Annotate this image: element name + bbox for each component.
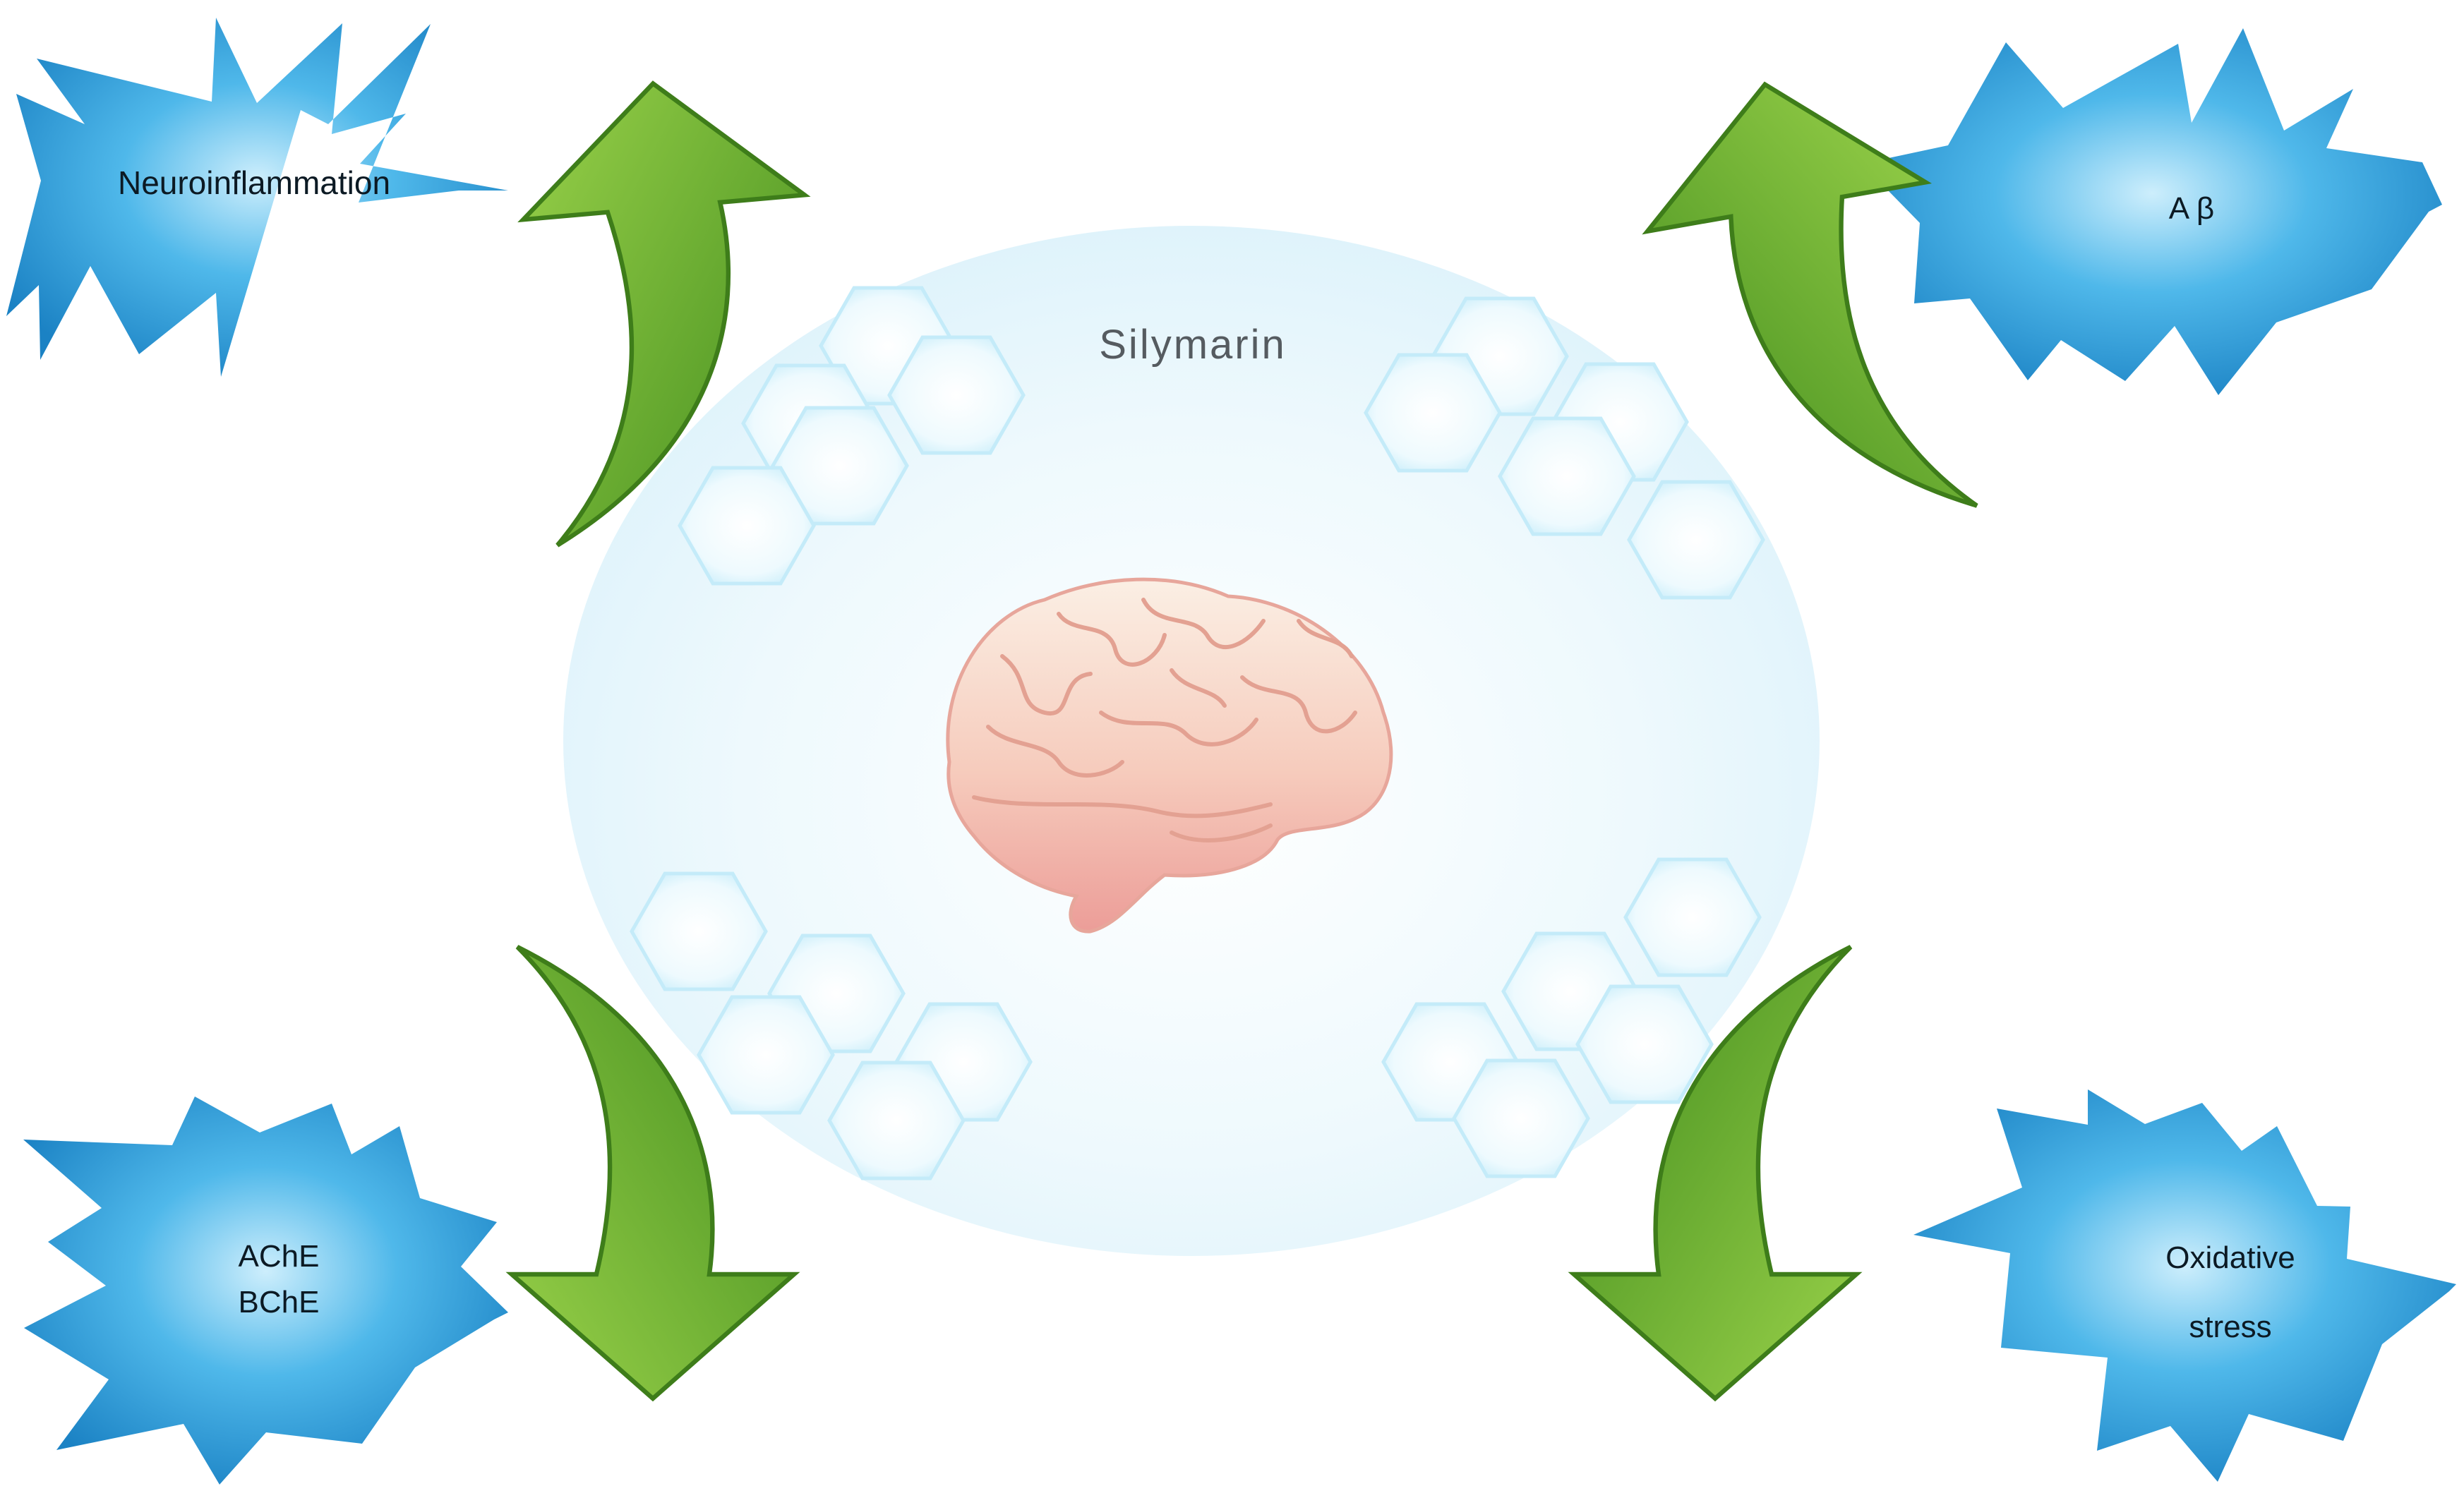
oxidative-label: Oxidative xyxy=(2165,1240,2295,1275)
silymarin-label: Silymarin xyxy=(1099,322,1287,368)
burst-ache-bche: AChE BChE xyxy=(23,1097,508,1485)
bche-label: BChE xyxy=(239,1285,320,1319)
starburst-icon xyxy=(1913,1089,2456,1482)
burst-abeta: A β xyxy=(1862,28,2442,395)
starburst-icon xyxy=(23,1097,508,1485)
burst-neuroinflammation: Neuroinflammation xyxy=(6,18,508,377)
abeta-label: A β xyxy=(2169,191,2214,226)
burst-oxidative-stress: Oxidative stress xyxy=(1913,1089,2456,1482)
starburst-icon xyxy=(1862,28,2442,395)
ache-label: AChE xyxy=(239,1239,320,1274)
stress-label: stress xyxy=(2189,1310,2271,1344)
neuroinflammation-label: Neuroinflammation xyxy=(118,164,390,201)
starburst-icon xyxy=(6,18,508,377)
brain-icon xyxy=(946,577,1393,934)
